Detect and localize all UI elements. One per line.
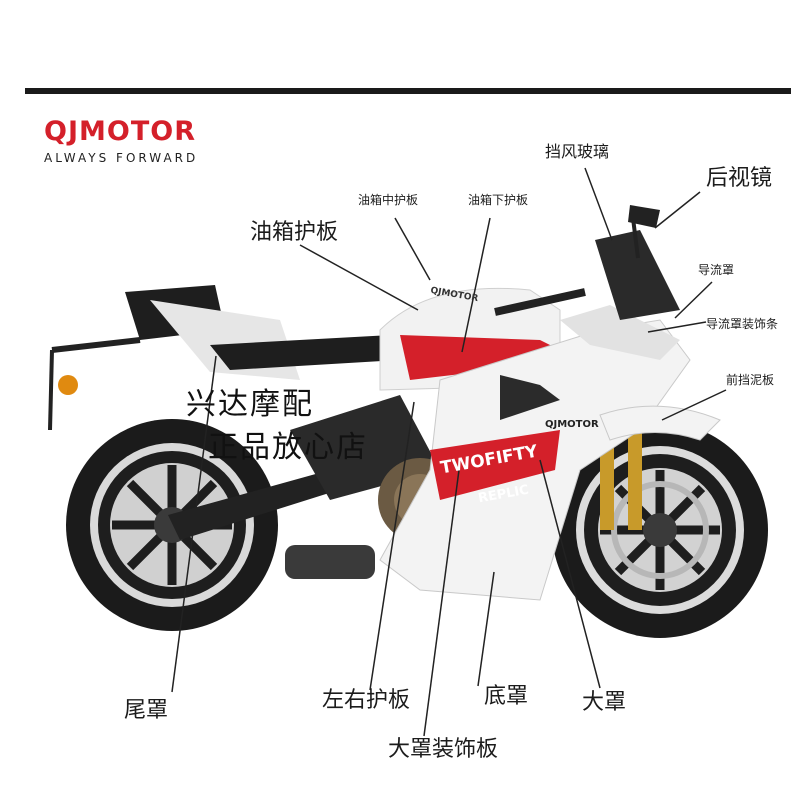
handlebar-mirror bbox=[494, 205, 660, 316]
front-fender bbox=[599, 405, 721, 441]
label-deflector-trim: 导流罩装饰条 bbox=[706, 317, 779, 331]
fairing-brand-decal: QJMOTOR bbox=[545, 419, 599, 430]
seat bbox=[210, 335, 400, 370]
label-fairing-trim: 大罩装饰板 bbox=[388, 737, 499, 762]
watermark-shop: 兴达摩配 bbox=[186, 387, 314, 422]
brand-name: QJMOTOR bbox=[44, 116, 196, 147]
top-divider-bar bbox=[25, 88, 791, 94]
label-tank-mid-guard: 油箱中护板 bbox=[358, 193, 419, 207]
label-main-fairing: 大罩 bbox=[582, 690, 627, 715]
label-windshield: 挡风玻璃 bbox=[545, 142, 610, 161]
label-tail-cover: 尾罩 bbox=[124, 698, 169, 723]
label-deflector: 导流罩 bbox=[698, 263, 735, 277]
brand-slogan: ALWAYS FORWARD bbox=[44, 151, 199, 165]
watermark-slogan: 正品放心店 bbox=[208, 430, 368, 465]
label-side-panels: 左右护板 bbox=[322, 688, 411, 713]
brand-logo: QJMOTOR ALWAYS FORWARD bbox=[44, 118, 266, 165]
label-mirror: 后视镜 bbox=[706, 166, 773, 191]
label-belly-pan: 底罩 bbox=[484, 684, 529, 709]
leader-lines bbox=[171, 167, 727, 737]
main-fairing bbox=[379, 230, 691, 601]
rear-wheel bbox=[66, 419, 278, 631]
label-tank-lower-guard: 油箱下护板 bbox=[468, 193, 529, 207]
label-tank-guard: 油箱护板 bbox=[250, 220, 339, 245]
label-front-fender: 前挡泥板 bbox=[726, 373, 775, 387]
tail-section bbox=[48, 285, 300, 431]
